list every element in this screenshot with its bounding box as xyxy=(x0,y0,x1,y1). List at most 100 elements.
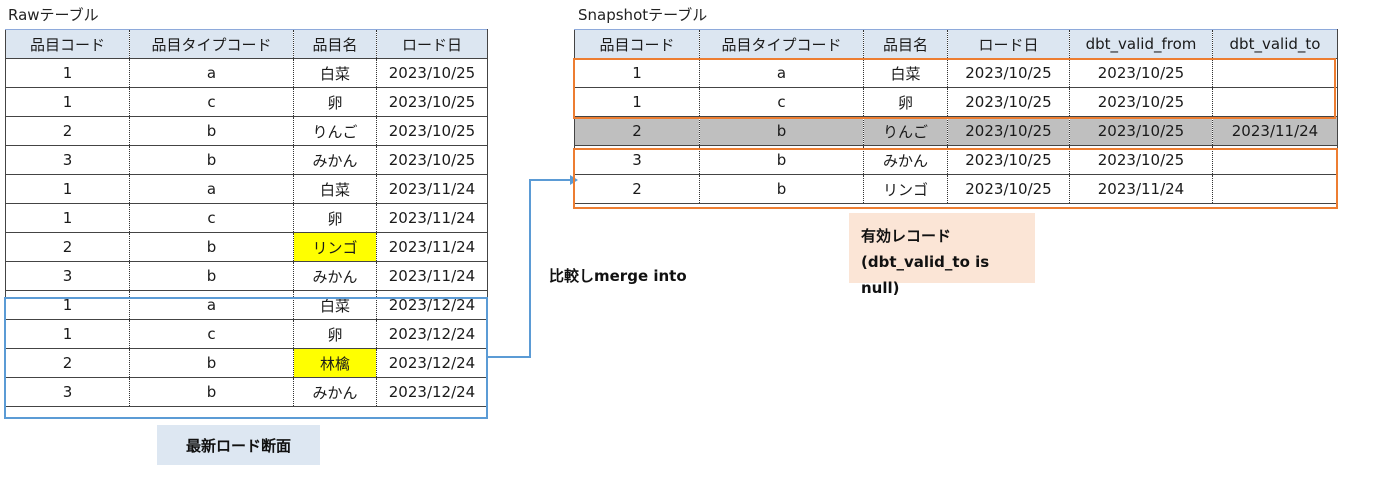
raw-table-cell: 2023/12/24 xyxy=(376,290,488,320)
snapshot-table-cell: リンゴ xyxy=(863,174,948,204)
snapshot-table-cell: りんご xyxy=(863,116,948,146)
raw-table-header-cell: 品目名 xyxy=(293,29,377,59)
snapshot-table-cell: 1 xyxy=(574,58,700,88)
snapshot-table-cell: 2023/10/25 xyxy=(1069,87,1213,117)
raw-table-cell: 2 xyxy=(5,116,130,146)
snapshot-table-cell: 2023/11/24 xyxy=(1212,116,1338,146)
raw-table-cell: b xyxy=(129,377,294,407)
snapshot-table-cell: 2023/11/24 xyxy=(1069,174,1213,204)
raw-table-cell: 1 xyxy=(5,58,130,88)
raw-table-cell: b xyxy=(129,348,294,378)
snapshot-table-cell xyxy=(1212,58,1338,88)
snapshot-table-cell xyxy=(1212,145,1338,175)
snapshot-table-cell xyxy=(1212,174,1338,204)
raw-table-header-row: 品目コード品目タイプコード品目名ロード日 xyxy=(5,29,488,59)
snapshot-table-cell xyxy=(1212,87,1338,117)
snapshot-table-cell: 卵 xyxy=(863,87,948,117)
raw-table-cell: 1 xyxy=(5,319,130,349)
snapshot-table-cell: 2023/10/25 xyxy=(947,145,1070,175)
raw-table-cell: c xyxy=(129,203,294,233)
connector-line xyxy=(488,179,570,358)
snapshot-table-cell: 2 xyxy=(574,116,700,146)
raw-table-cell: みかん xyxy=(293,261,377,291)
raw-table-cell: b xyxy=(129,145,294,175)
snapshot-table-caption: Snapshotテーブル xyxy=(578,6,708,24)
snapshot-table-cell: 2023/10/25 xyxy=(1069,145,1213,175)
snapshot-table-cell: c xyxy=(699,87,864,117)
raw-table-cell: 2023/12/24 xyxy=(376,319,488,349)
raw-table-cell: 白菜 xyxy=(293,174,377,204)
raw-table-cell: b xyxy=(129,116,294,146)
merge-note: 比較しmerge into xyxy=(549,267,687,285)
snapshot-table-cell: 2023/10/25 xyxy=(947,174,1070,204)
raw-table-cell: 2023/10/25 xyxy=(376,58,488,88)
raw-table-cell: りんご xyxy=(293,116,377,146)
snapshot-table-cell: 3 xyxy=(574,145,700,175)
raw-table-cell: 2 xyxy=(5,232,130,262)
snapshot-table-cell: 2 xyxy=(574,174,700,204)
raw-table-cell: 卵 xyxy=(293,319,377,349)
valid-records-condition: (dbt_valid_to is null) xyxy=(861,253,990,297)
snapshot-table-cell: 2023/10/25 xyxy=(947,116,1070,146)
snapshot-table-cell: b xyxy=(699,116,864,146)
raw-table-caption: Rawテーブル xyxy=(8,6,99,24)
snapshot-table-cell: 1 xyxy=(574,87,700,117)
raw-table-cell: c xyxy=(129,87,294,117)
snapshot-table-header-cell: ロード日 xyxy=(947,29,1070,59)
valid-records-note: 有効レコード (dbt_valid_to is null) xyxy=(849,213,1035,297)
snapshot-table-cell: 2023/10/25 xyxy=(1069,58,1213,88)
snapshot-table-cell: 白菜 xyxy=(863,58,948,88)
snapshot-table-header-cell: 品目タイプコード xyxy=(699,29,864,59)
snapshot-table-cell: b xyxy=(699,174,864,204)
valid-records-title: 有効レコード xyxy=(861,227,952,245)
raw-table-cell: リンゴ xyxy=(293,232,377,262)
snapshot-table-cell: b xyxy=(699,145,864,175)
raw-table-cell: 3 xyxy=(5,145,130,175)
raw-table-cell: c xyxy=(129,319,294,349)
snapshot-table-cell: 2023/10/25 xyxy=(947,87,1070,117)
raw-table-cell: 2023/11/24 xyxy=(376,261,488,291)
snapshot-table-header-cell: 品目コード xyxy=(574,29,700,59)
snapshot-table-cell: みかん xyxy=(863,145,948,175)
raw-table-cell: 2023/11/24 xyxy=(376,203,488,233)
raw-table-cell: 2023/10/25 xyxy=(376,116,488,146)
snapshot-table-header-cell: dbt_valid_to xyxy=(1212,29,1338,59)
raw-table-header-cell: ロード日 xyxy=(376,29,488,59)
snapshot-table-cell: 2023/10/25 xyxy=(947,58,1070,88)
raw-table-cell: 2023/10/25 xyxy=(376,87,488,117)
latest-load-note: 最新ロード断面 xyxy=(157,425,320,465)
snapshot-table-cell: 2023/10/25 xyxy=(1069,116,1213,146)
raw-table-cell: 2 xyxy=(5,348,130,378)
raw-table-cell: 3 xyxy=(5,377,130,407)
raw-table-cell: 2023/11/24 xyxy=(376,232,488,262)
snapshot-table-header-cell: dbt_valid_from xyxy=(1069,29,1213,59)
raw-table-cell: 1 xyxy=(5,290,130,320)
raw-table-cell: 卵 xyxy=(293,87,377,117)
snapshot-table-header-cell: 品目名 xyxy=(863,29,948,59)
raw-table-header-cell: 品目タイプコード xyxy=(129,29,294,59)
raw-table-cell: 2023/12/24 xyxy=(376,377,488,407)
snapshot-table-cell: a xyxy=(699,58,864,88)
raw-table-cell: みかん xyxy=(293,377,377,407)
raw-table-cell: 2023/11/24 xyxy=(376,174,488,204)
raw-table-cell: 2023/10/25 xyxy=(376,145,488,175)
raw-table-cell: a xyxy=(129,58,294,88)
